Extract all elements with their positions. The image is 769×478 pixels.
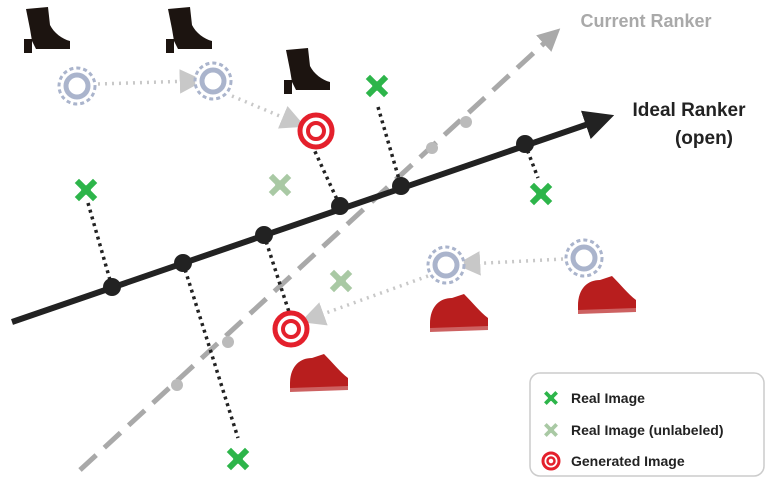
ideal-projection-point bbox=[174, 254, 192, 272]
sneaker-icon bbox=[290, 354, 348, 392]
projection-line bbox=[181, 262, 240, 439]
sneaker-icon bbox=[430, 294, 488, 332]
current-projection-point bbox=[426, 142, 438, 154]
generation-path bbox=[231, 94, 306, 129]
ideal-projection-point bbox=[516, 135, 534, 153]
legend-item-unlabeled: Real Image (unlabeled) bbox=[542, 421, 723, 439]
ideal-ranker-projections bbox=[103, 135, 534, 296]
legend: Real Image Real Image (unlabeled) Genera… bbox=[529, 372, 765, 477]
green-cross-icon bbox=[362, 71, 392, 101]
pale-green-cross-icon bbox=[265, 170, 295, 200]
green-cross-icon bbox=[223, 444, 253, 474]
legend-item-real: Real Image bbox=[542, 389, 645, 407]
boot-icon bbox=[24, 7, 70, 53]
green-cross-icon bbox=[526, 179, 556, 209]
red-ring-icon bbox=[297, 112, 335, 150]
faded-ring-icon bbox=[57, 66, 97, 106]
ideal-projection-lines bbox=[86, 106, 540, 439]
ideal-ranker-sublabel: (open) bbox=[675, 128, 733, 149]
ideal-projection-point bbox=[255, 226, 273, 244]
ideal-ranker-axis bbox=[11, 110, 615, 325]
legend-box bbox=[529, 372, 765, 477]
generation-path bbox=[300, 274, 429, 326]
faded-ring-icon bbox=[426, 245, 466, 285]
legend-label-real: Real Image bbox=[571, 390, 645, 406]
current-ranker-projections bbox=[171, 116, 472, 391]
sneaker-icon bbox=[578, 276, 636, 314]
projection-line bbox=[86, 202, 114, 288]
legend-label-unlabeled: Real Image (unlabeled) bbox=[571, 422, 723, 438]
green-cross-icon bbox=[71, 175, 101, 205]
current-projection-point bbox=[222, 336, 234, 348]
current-ranker-label: Current Ranker bbox=[580, 11, 711, 31]
red-ring-icon bbox=[541, 451, 561, 471]
ideal-projection-point bbox=[331, 197, 349, 215]
current-projection-point bbox=[171, 379, 183, 391]
legend-label-generated: Generated Image bbox=[571, 453, 685, 469]
current-projection-point bbox=[460, 116, 472, 128]
generation-path bbox=[455, 251, 564, 276]
ideal-ranker-label: Ideal Ranker bbox=[633, 100, 747, 121]
projection-line bbox=[310, 144, 342, 207]
projection-line bbox=[523, 143, 540, 179]
ideal-projection-point bbox=[392, 177, 410, 195]
generation-paths bbox=[97, 69, 564, 326]
generation-path bbox=[97, 69, 205, 94]
faded-ring-icon bbox=[193, 61, 233, 101]
red-ring-icon bbox=[272, 310, 310, 348]
projection-line bbox=[376, 106, 403, 187]
ideal-projection-point bbox=[103, 278, 121, 296]
legend-item-generated: Generated Image bbox=[541, 451, 685, 471]
boot-icon bbox=[284, 48, 330, 94]
pale-green-cross-icon bbox=[326, 266, 356, 296]
faded-rings bbox=[57, 61, 604, 285]
boot-icon bbox=[166, 7, 212, 53]
current-ranker-axis bbox=[78, 28, 561, 472]
faded-ring-icon bbox=[564, 238, 604, 278]
